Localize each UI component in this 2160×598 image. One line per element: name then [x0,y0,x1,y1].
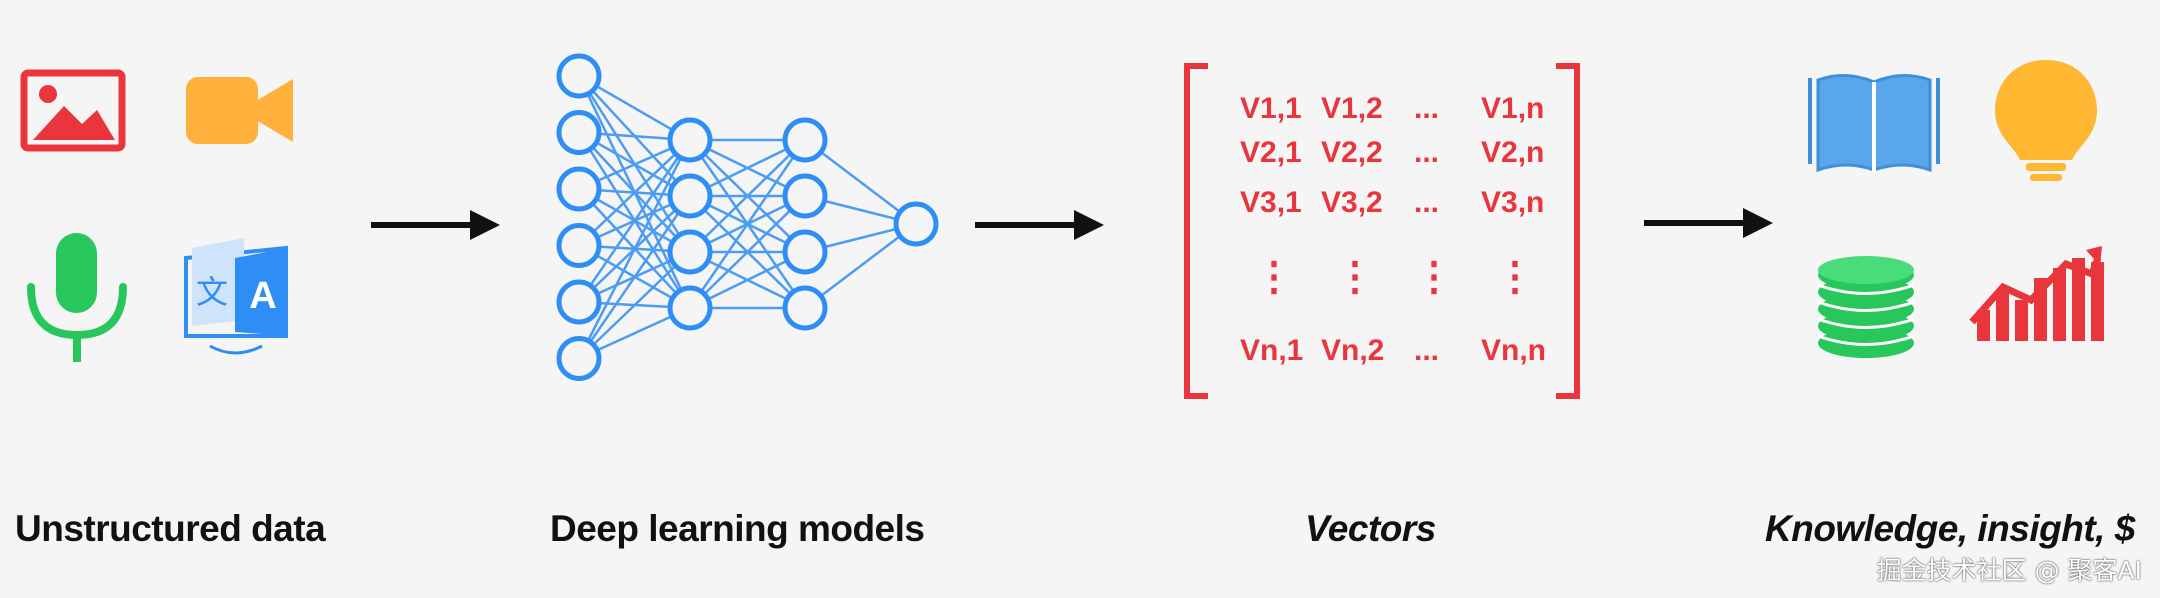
book-icon [1808,74,1940,173]
matrix-left-bracket [1184,63,1208,399]
database-icon [1817,256,1915,358]
matrix-cell: ... [1414,92,1439,125]
translate-glyph-right: A [249,275,276,317]
stage-label-vectors: Vectors [1305,508,1436,549]
nn-node [782,173,828,219]
nn-edge [688,139,807,309]
nn-edge [578,139,691,247]
nn-node [667,285,713,331]
matrix-cell: ... [1414,136,1439,169]
nn-node [667,117,713,163]
nn-node [782,117,828,163]
nn-node [556,166,602,212]
image-icon [20,69,126,152]
nn-edge [577,139,692,303]
translate-glyph-left: 文 [196,273,228,311]
neural-network [556,53,939,381]
matrix-cell: ... [1414,186,1439,219]
translate-icon: 文 A [184,238,288,355]
matrix-cell: ... [1414,334,1439,367]
matrix-cell: ⋮ [1254,255,1294,299]
nn-node [782,229,828,275]
nn-edge [804,223,917,309]
nn-node [782,285,828,331]
nn-edge [689,139,806,253]
matrix-cell: V3,1 [1240,186,1302,219]
nn-edge [577,195,692,360]
growth-chart-icon [1969,246,2104,341]
matrix-cell: ⋮ [1335,255,1375,299]
stage-label-unstructured-data: Unstructured data [15,508,326,549]
matrix-cell: V2,n [1481,136,1544,169]
nn-node [556,53,602,99]
matrix-cell: Vn,1 [1240,334,1303,367]
watermark: 掘金技术社区 @ 聚客AI [1876,556,2142,585]
nn-node [667,173,713,219]
matrix-cell: Vn,2 [1321,334,1384,367]
matrix-right-bracket [1556,63,1580,399]
stage-label-knowledge-insight: Knowledge, insight, $ [1765,508,2135,549]
nn-edge [577,139,692,360]
lightbulb-icon [1995,60,2097,181]
matrix-cell: V1,2 [1321,92,1383,125]
microphone-icon [27,233,127,362]
matrix-cell: V2,1 [1240,136,1302,169]
nn-edge [689,195,806,309]
nn-node [556,223,602,268]
vector-matrix: V1,1 V1,2... V1,nV2,1 V2,2... V2,nV3,1 V3,2..… [1184,63,1580,399]
matrix-cell: V3,2 [1321,186,1383,219]
video-camera-icon [186,77,293,144]
stage-label-deep-learning-models: Deep learning models [550,508,925,549]
matrix-cell: ⋮ [1414,255,1454,299]
matrix-cell: V3,n [1481,186,1544,219]
nn-edge [578,251,691,360]
nn-node [556,336,602,381]
nn-edge [804,139,917,225]
matrix-cell: V2,2 [1321,136,1383,169]
matrix-cell: Vn,n [1481,334,1546,367]
nn-node [667,229,713,275]
nn-node [556,110,602,155]
matrix-cell: V1,n [1481,92,1544,125]
matrix-cell: V1,1 [1240,92,1302,125]
matrix-cell: ⋮ [1495,255,1535,299]
nn-node [556,279,602,325]
nn-node [893,201,939,247]
